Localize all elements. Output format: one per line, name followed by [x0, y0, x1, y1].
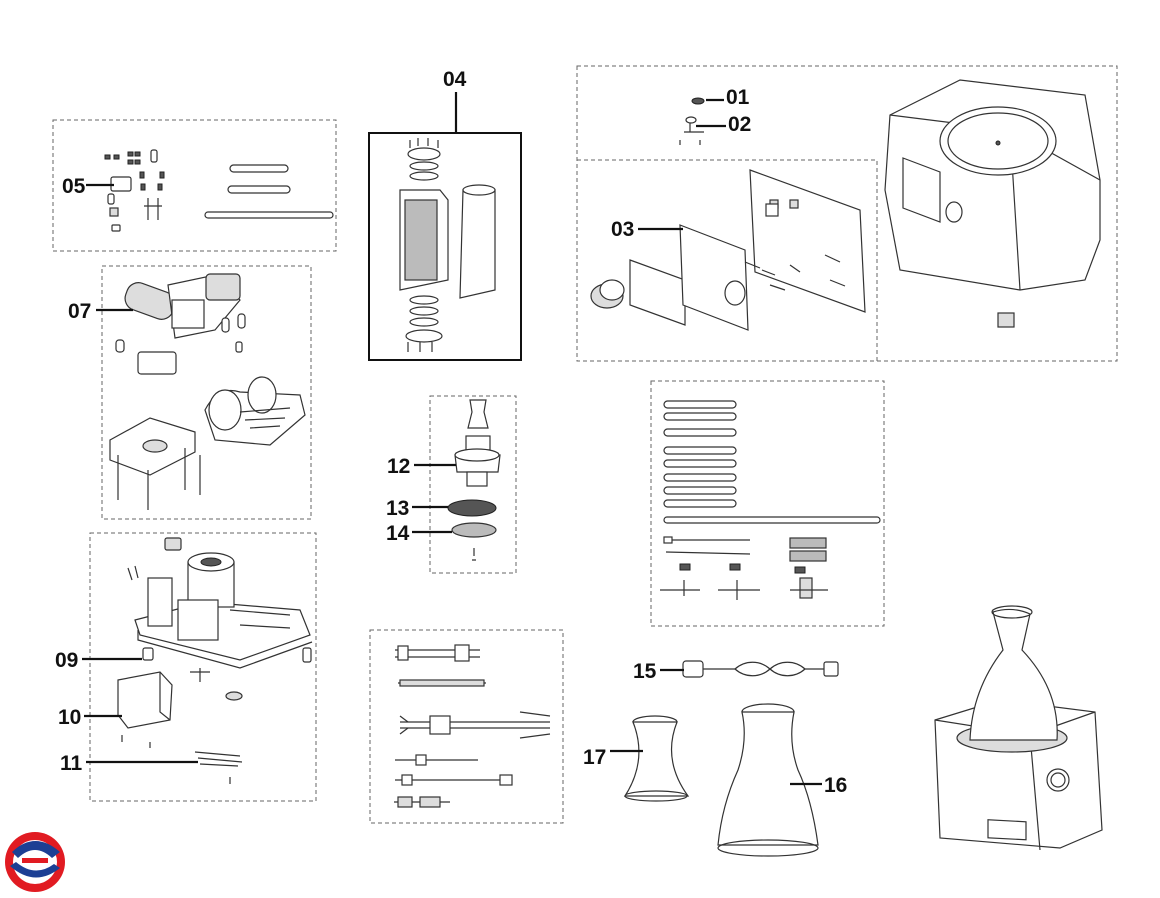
label-10: 10 — [58, 706, 81, 729]
tubes-connectors-group — [660, 400, 881, 600]
base-assembly-09-11 — [117, 537, 313, 784]
label-01: 01 — [726, 86, 750, 109]
pump-assembly-07 — [109, 273, 306, 510]
label-07: 07 — [68, 300, 91, 323]
nozzle-assembly-12-14 — [447, 399, 501, 561]
label-09: 09 — [55, 649, 78, 672]
group-box-03 — [576, 159, 878, 362]
label-16: 16 — [824, 774, 847, 797]
filter-assembly-04 — [399, 138, 496, 352]
label-02: 02 — [728, 113, 751, 136]
wiring-harness-group — [394, 644, 551, 808]
small-parts-01-02 — [679, 97, 705, 145]
label-15: 15 — [633, 660, 657, 683]
brand-logo — [5, 832, 65, 892]
funnel-17 — [623, 715, 690, 802]
assembled-unit — [934, 605, 1103, 851]
group-box-12-14 — [429, 395, 517, 574]
label-04: 04 — [443, 68, 467, 91]
group-box-05 — [52, 119, 337, 252]
appliance-housing — [884, 79, 1101, 328]
label-05: 05 — [62, 175, 86, 198]
group-box-wiring — [369, 629, 564, 824]
group-box-tubes — [650, 380, 885, 627]
label-13: 13 — [386, 497, 409, 520]
label-03: 03 — [611, 218, 634, 241]
label-12: 12 — [387, 455, 410, 478]
carafe-16 — [717, 703, 819, 857]
label-14: 14 — [386, 522, 410, 545]
label-11: 11 — [60, 752, 83, 775]
power-cord-15 — [682, 660, 839, 678]
group-box-09-11 — [89, 532, 317, 802]
small-parts-group-05 — [104, 149, 334, 232]
group-box-04 — [368, 132, 522, 361]
control-panel-assembly-03 — [590, 169, 866, 331]
label-17: 17 — [583, 746, 606, 769]
